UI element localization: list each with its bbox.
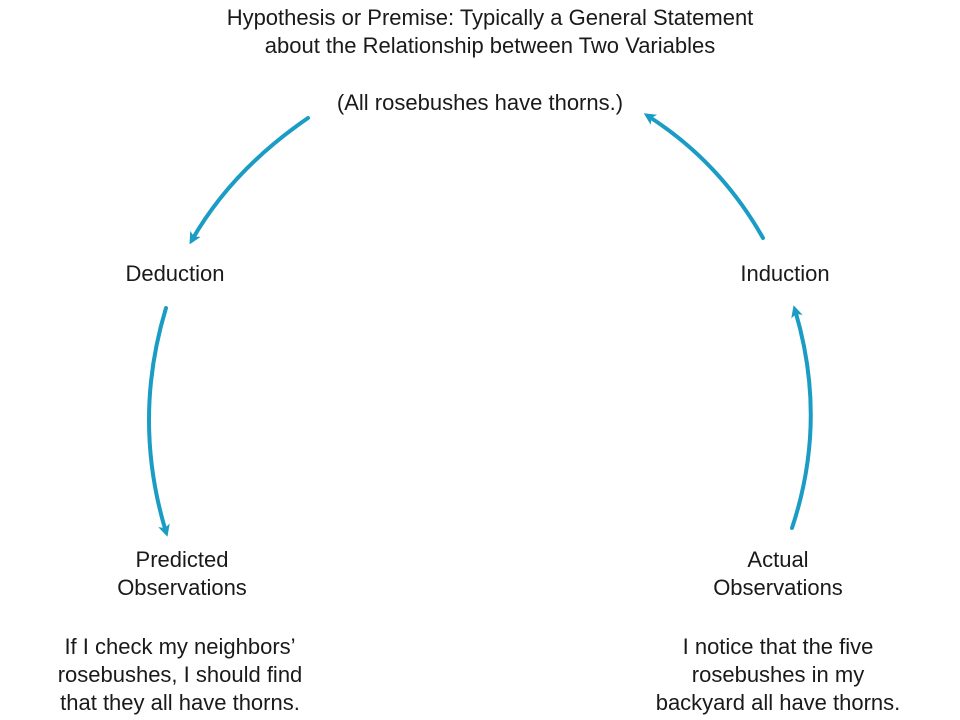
actual-observations-label: Actual Observations [678, 546, 878, 602]
actual-label-line-1: Actual [747, 547, 809, 572]
hypothesis-title: Hypothesis or Premise: Typically a Gener… [140, 4, 840, 60]
arrow-induction-to-hypothesis [643, 113, 765, 240]
arrow-deduction-to-predicted [147, 306, 170, 537]
actual-example-line-3: backyard all have thorns. [655, 690, 901, 715]
predicted-observations-label: Predicted Observations [82, 546, 282, 602]
deduction-label: Deduction [125, 261, 225, 286]
predicted-observations-example: If I check my neighbors’ rosebushes, I s… [30, 633, 330, 717]
arrow-actual-to-induction [790, 305, 813, 530]
predicted-example-line-3: that they all have thorns. [60, 690, 300, 715]
hypothesis-example: (All rosebushes have thorns.) [336, 90, 624, 115]
predicted-example-line-2: rosebushes, I should find [57, 662, 303, 687]
actual-example-line-2: rosebushes in my [691, 662, 865, 687]
predicted-label-line-1: Predicted [135, 547, 229, 572]
hypothesis-title-line-2: about the Relationship between Two Varia… [264, 33, 716, 58]
hypothesis-title-line-1: Hypothesis or Premise: Typically a Gener… [226, 5, 754, 30]
actual-label-line-2: Observations [713, 575, 843, 600]
induction-label: Induction [740, 261, 830, 286]
arrow-hypothesis-to-deduction [189, 116, 310, 245]
actual-example-line-1: I notice that the five [682, 634, 874, 659]
predicted-example-line-1: If I check my neighbors’ [64, 634, 296, 659]
actual-observations-example: I notice that the five rosebushes in my … [628, 633, 928, 717]
predicted-label-line-2: Observations [117, 575, 247, 600]
